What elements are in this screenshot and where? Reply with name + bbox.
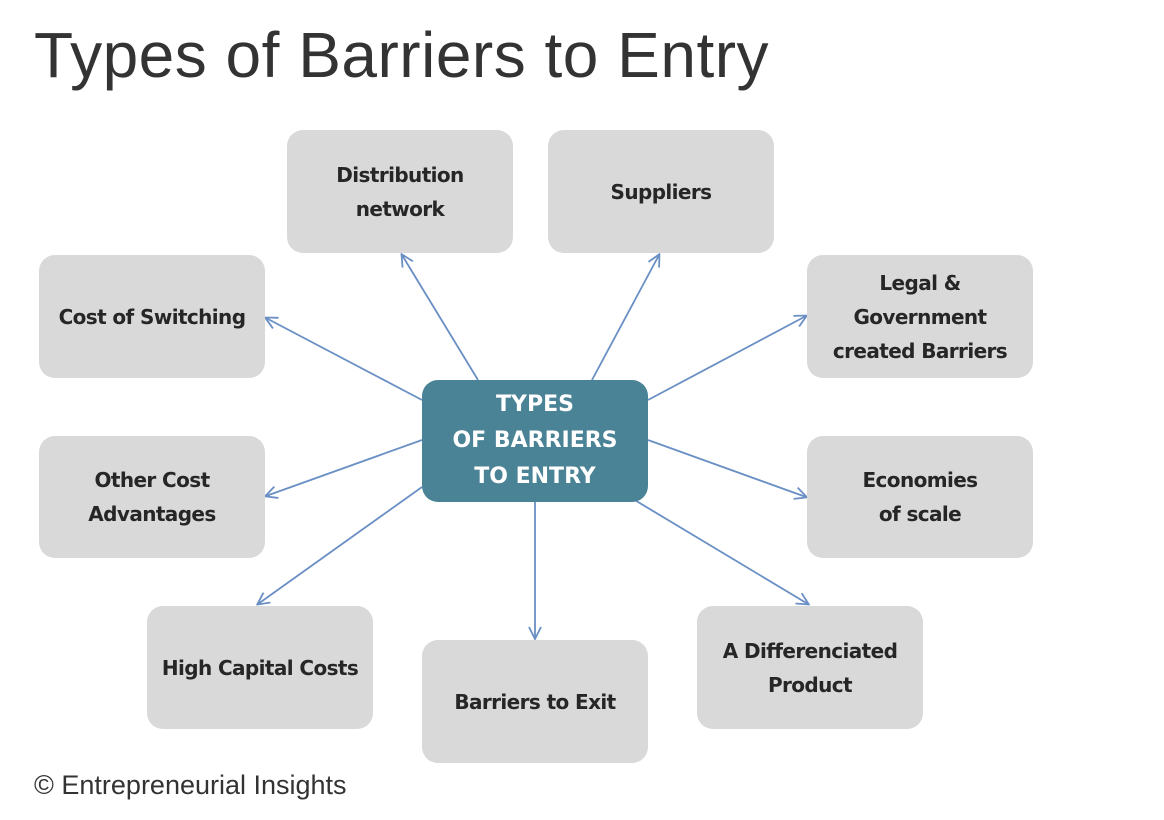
node-label: Economies of scale: [862, 468, 978, 526]
arrow-to-cost-of-switching: [266, 318, 423, 401]
node-differenciated-product: A Differenciated Product: [697, 606, 923, 729]
node-label: Suppliers: [610, 179, 713, 204]
node-barriers-to-exit: Barriers to Exit: [422, 640, 648, 763]
node-label: High Capital Costs: [161, 655, 359, 680]
node-high-capital-costs: High Capital Costs: [147, 606, 373, 729]
arrow-to-suppliers: [591, 255, 659, 381]
node-legal-government-barriers: Legal & Government created Barriers: [807, 255, 1033, 378]
arrow-to-economies-of-scale: [647, 439, 806, 497]
center-label: TYPES OF BARRIERS TO ENTRY: [452, 392, 618, 489]
node-cost-of-switching: Cost of Switching: [39, 255, 265, 378]
node-label: Barriers to Exit: [454, 689, 616, 714]
arrow-to-high-capital-costs: [258, 486, 423, 604]
node-other-cost-advantages: Other Cost Advantages: [39, 436, 265, 558]
node-label: Other Cost Advantages: [88, 468, 216, 526]
node-label: A Differenciated Product: [722, 638, 898, 697]
node-suppliers: Suppliers: [548, 130, 774, 253]
arrow-to-distribution-network: [402, 255, 479, 381]
node-label: Legal & Government created Barriers: [832, 270, 1008, 363]
node-distribution-network: Distribution network: [287, 130, 513, 253]
center-node: TYPES OF BARRIERS TO ENTRY: [422, 380, 648, 502]
node-economies-of-scale: Economies of scale: [807, 436, 1033, 558]
node-label: Cost of Switching: [58, 304, 246, 329]
arrow-to-other-cost-advantages: [266, 439, 423, 496]
arrow-to-legal-government: [647, 316, 806, 401]
node-label: Distribution network: [336, 162, 464, 221]
copyright-credit: © Entrepreneurial Insights: [34, 770, 347, 800]
page-title: Types of Barriers to Entry: [34, 19, 770, 91]
